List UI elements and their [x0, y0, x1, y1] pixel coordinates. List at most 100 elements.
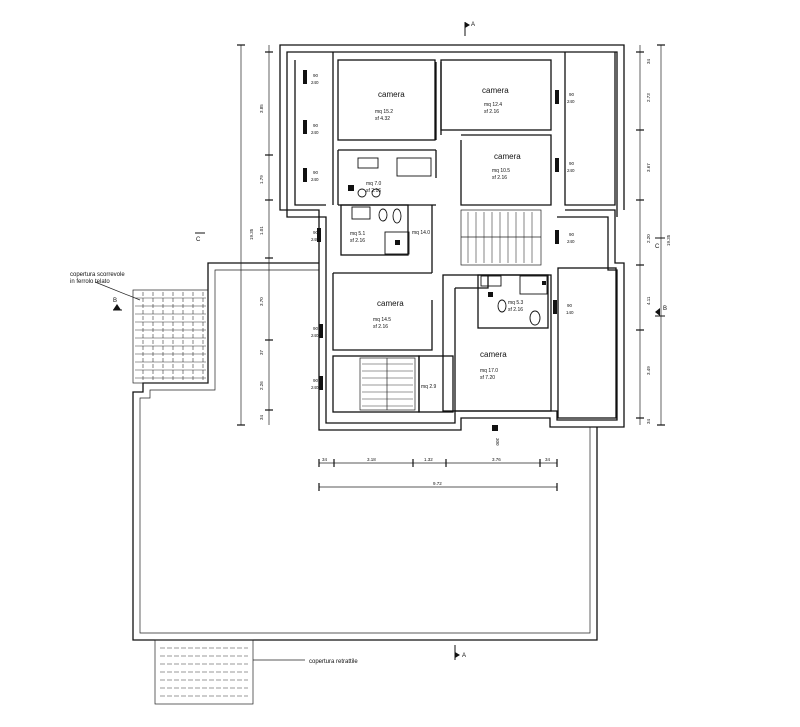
svg-text:3.67: 3.67 [646, 163, 651, 172]
svg-text:90: 90 [313, 230, 319, 235]
section-marker-a-top: A [464, 22, 475, 36]
svg-text:copertura retrattile: copertura retrattile [309, 659, 358, 665]
svg-text:mq 7.0: mq 7.0 [366, 181, 382, 187]
svg-text:3.18: 3.18 [367, 457, 376, 462]
svg-text:A: A [462, 653, 466, 659]
room-bath-1: mq 7.0 sf 2.16 [366, 181, 382, 194]
svg-text:camera: camera [494, 152, 521, 161]
svg-text:34: 34 [259, 414, 264, 420]
svg-text:90: 90 [313, 326, 319, 331]
svg-text:240: 240 [311, 333, 319, 338]
svg-text:mq 5.1: mq 5.1 [350, 231, 366, 237]
svg-text:240: 240 [567, 168, 575, 173]
svg-text:90: 90 [569, 232, 575, 237]
room-camera-5: camera mq 17.0 sf 7.20 [480, 350, 507, 381]
svg-text:240: 240 [311, 80, 319, 85]
room-camera-4: camera mq 14.5 sf 2.16 [373, 299, 404, 330]
sliding-cover-pergola: copertura scorrevole in ferrolo telato [70, 272, 209, 384]
svg-text:mq 15.2: mq 15.2 [375, 109, 393, 115]
entrance-door: 300 [492, 425, 500, 446]
svg-text:3.85: 3.85 [259, 104, 264, 113]
svg-text:90: 90 [567, 303, 573, 308]
svg-text:2.26: 2.26 [259, 381, 264, 390]
retractable-cover: copertura retrattile [154, 639, 358, 705]
svg-text:sf 2.16: sf 2.16 [350, 238, 365, 244]
svg-text:240: 240 [311, 237, 319, 242]
svg-text:mq 14.5: mq 14.5 [373, 317, 391, 323]
bottom-dimension-chain: 34 3.18 1.32 3.76 34 9.72 [318, 457, 558, 491]
svg-text:90: 90 [313, 123, 319, 128]
section-marker-a-bottom: A [454, 645, 466, 660]
room-hall: mq 14.0 [412, 230, 430, 236]
svg-text:19.35: 19.35 [249, 228, 254, 240]
svg-text:sf 4.32: sf 4.32 [375, 116, 390, 122]
svg-text:34: 34 [545, 457, 551, 462]
terrace-outline [132, 262, 598, 641]
section-marker-b-left: B [113, 298, 122, 311]
svg-text:34: 34 [322, 457, 328, 462]
svg-text:2.20: 2.20 [646, 234, 651, 243]
svg-text:sf 2.16: sf 2.16 [484, 109, 499, 115]
svg-text:3.76: 3.76 [492, 457, 501, 462]
svg-text:140: 140 [566, 310, 574, 315]
terrace-inner-outline [139, 269, 591, 634]
svg-text:1.32: 1.32 [424, 457, 433, 462]
svg-text:C: C [196, 237, 201, 243]
section-marker-c-right: C [655, 237, 665, 250]
room-camera-3: camera mq 10.5 sf 2.16 [492, 152, 521, 181]
svg-text:A: A [471, 22, 475, 28]
room-closet: mq 2.9 [421, 384, 437, 390]
svg-text:90: 90 [313, 170, 319, 175]
svg-text:mq 17.0: mq 17.0 [480, 368, 498, 374]
svg-text:1.79: 1.79 [259, 175, 264, 184]
svg-text:3.49: 3.49 [646, 366, 651, 375]
room-camera-2: camera mq 12.4 sf 2.16 [482, 86, 509, 115]
svg-text:B: B [663, 306, 667, 312]
svg-text:37: 37 [259, 349, 264, 355]
svg-text:camera: camera [480, 350, 507, 359]
svg-text:camera: camera [377, 299, 404, 308]
section-marker-b-right: B [655, 306, 667, 317]
room-camera-1: camera mq 15.2 sf 4.32 [375, 90, 405, 122]
building-walls [279, 44, 625, 431]
svg-text:sf 7.20: sf 7.20 [480, 375, 495, 381]
svg-text:copertura scorrevole: copertura scorrevole [70, 272, 125, 278]
svg-text:90: 90 [313, 73, 319, 78]
svg-text:19.35: 19.35 [666, 234, 671, 246]
svg-text:in ferrolo telato: in ferrolo telato [70, 279, 110, 285]
svg-text:sf 2.16: sf 2.16 [373, 324, 388, 330]
left-dimension-chain: 3.85 1.79 1.01 3.70 37 2.26 34 19.35 [237, 44, 273, 426]
stairs-upper [460, 209, 542, 266]
svg-text:sf 2.16: sf 2.16 [508, 307, 523, 313]
svg-text:1.01: 1.01 [259, 226, 264, 235]
svg-text:sf 2.16: sf 2.16 [492, 175, 507, 181]
section-marker-c-left: C [195, 232, 205, 243]
svg-text:sf 2.16: sf 2.16 [366, 188, 381, 194]
svg-text:camera: camera [482, 86, 509, 95]
svg-text:3.70: 3.70 [259, 297, 264, 306]
svg-text:mq 10.5: mq 10.5 [492, 168, 510, 174]
svg-text:240: 240 [567, 239, 575, 244]
bathroom-fixtures [348, 157, 548, 326]
right-dimension-chain: 34 2.73 3.67 2.20 4.11 3.49 34 19.35 [636, 44, 671, 426]
window-marks [303, 70, 559, 390]
svg-text:mq 12.4: mq 12.4 [484, 102, 502, 108]
svg-text:240: 240 [311, 177, 319, 182]
svg-text:240: 240 [311, 385, 319, 390]
svg-text:34: 34 [646, 58, 651, 64]
svg-text:camera: camera [378, 90, 405, 99]
svg-text:90: 90 [313, 378, 319, 383]
svg-text:240: 240 [567, 99, 575, 104]
stairs-lower [359, 357, 416, 411]
svg-text:9.72: 9.72 [433, 481, 442, 486]
